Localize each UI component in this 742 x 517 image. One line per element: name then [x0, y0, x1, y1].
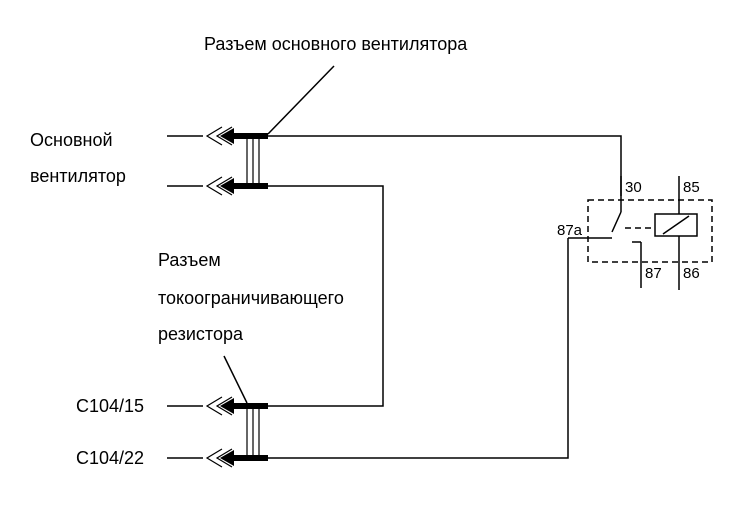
- pin-85-label: 85: [683, 179, 700, 196]
- wire-87a-to-c104-22: [268, 288, 569, 459]
- pin-86-label: 86: [683, 265, 700, 282]
- main-fan-connector: [167, 126, 268, 196]
- c104-15-label: C104/15: [76, 396, 144, 416]
- wire-fan-to-c104-15: [268, 185, 384, 407]
- c104-22-label: C104/22: [76, 448, 144, 468]
- resistor-connector-leader: [223, 355, 248, 404]
- main-fan-label-line2: вентилятор: [30, 166, 126, 186]
- pin-87-label: 87: [645, 265, 662, 282]
- resistor-label-line1: Разъем: [158, 250, 221, 270]
- wire-30: [268, 135, 622, 196]
- main-fan-connector-label: Разъем основного вентилятора: [204, 34, 468, 54]
- resistor-label-line2: токоограничивающего: [158, 288, 344, 308]
- main-fan-label-line1: Основной: [30, 130, 113, 150]
- resistor-label-line3: резистора: [158, 324, 244, 344]
- pin-30-label: 30: [625, 179, 642, 196]
- pin-87a-label: 87a: [557, 222, 583, 239]
- resistor-connector: [167, 396, 268, 468]
- relay: [567, 176, 713, 290]
- main-connector-leader: [267, 65, 335, 135]
